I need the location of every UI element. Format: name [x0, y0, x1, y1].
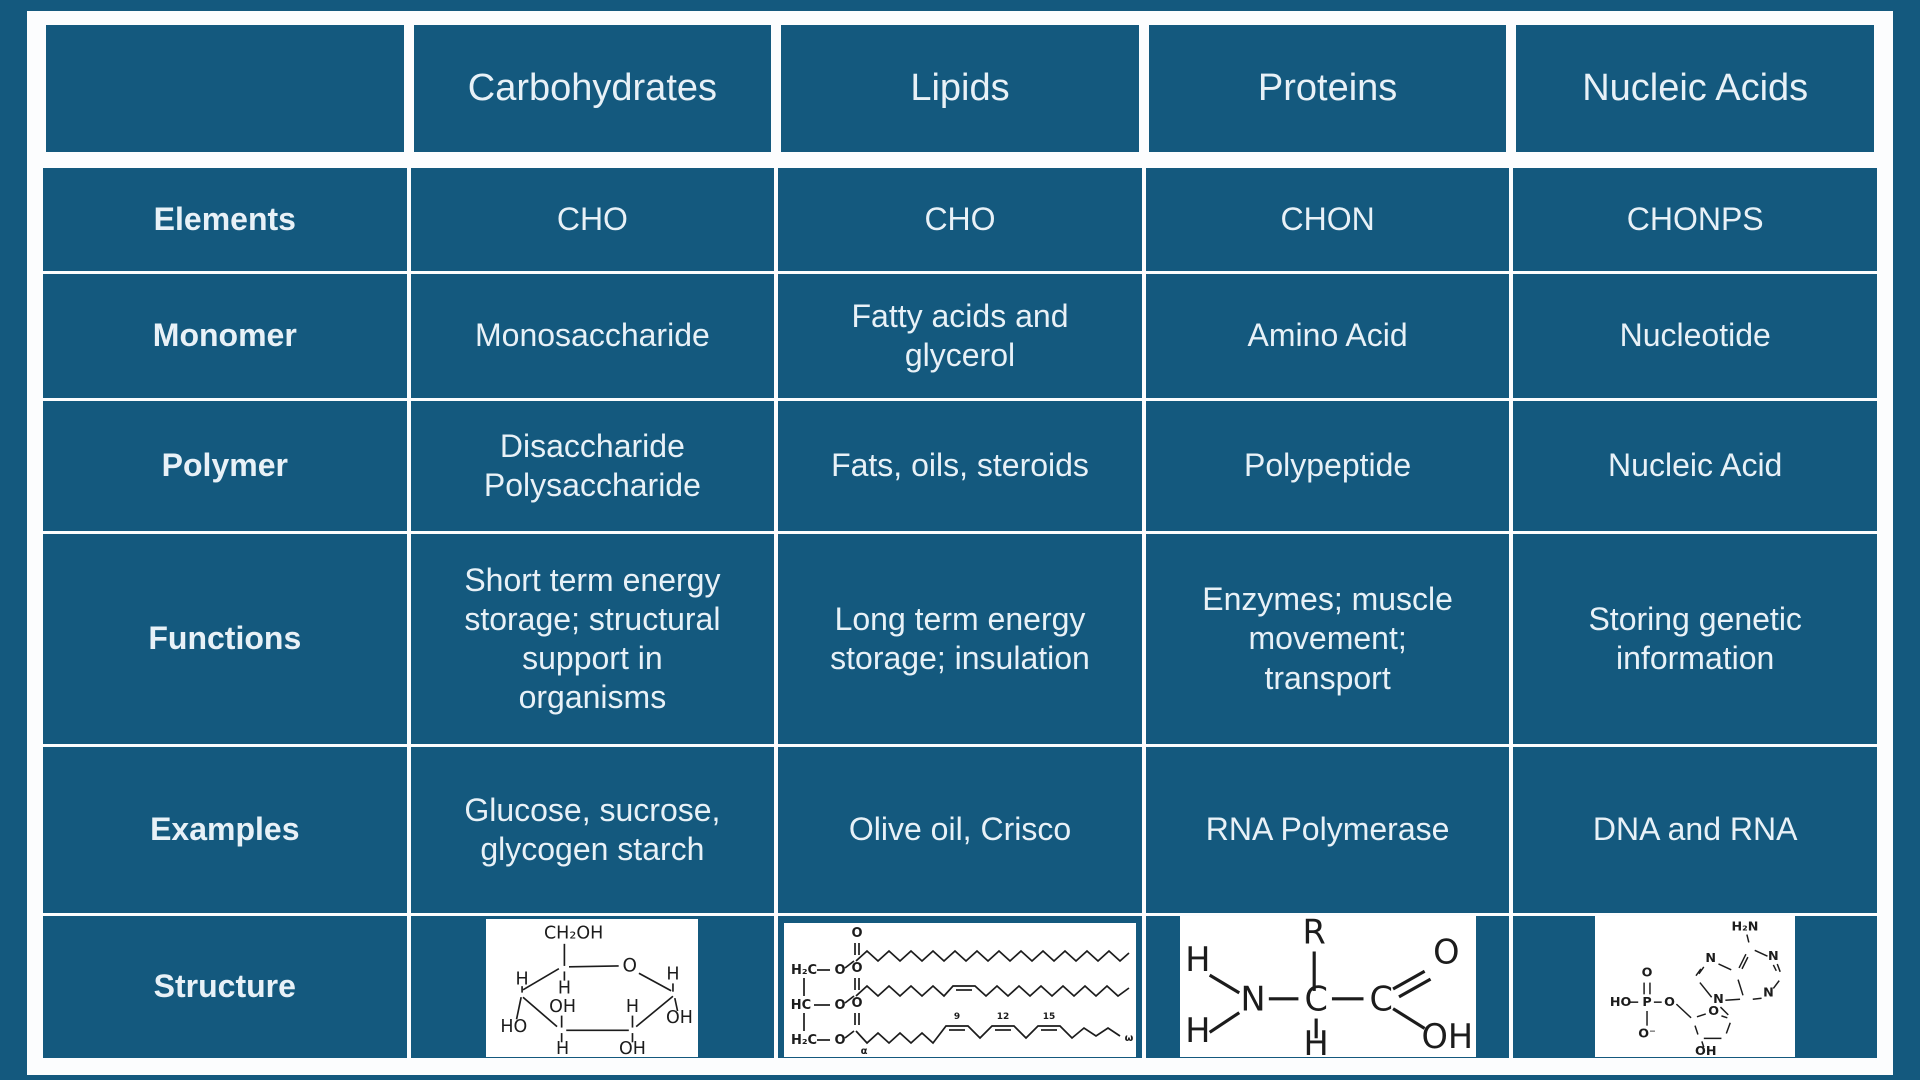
cell-elements-lipids: CHO — [778, 168, 1142, 271]
triglyceride-diagram: O H₂C O O HC O O H₂C O α 9 12 15 ω — [791, 926, 1134, 1057]
atom-label: O — [851, 926, 862, 941]
atom-labels: CH₂OH O H H OH H HO H OH H OH — [501, 923, 693, 1057]
atom-label: HC — [791, 998, 811, 1013]
triglyceride-structure-image: O H₂C O O HC O O H₂C O α 9 12 15 ω — [783, 923, 1136, 1057]
atom-label: O — [623, 955, 637, 976]
atom-label: CH₂OH — [544, 923, 603, 943]
atom-label: N — [1706, 950, 1717, 965]
cell-functions-carbohydrates: Short term energy storage; structural su… — [410, 534, 775, 744]
cell-functions-proteins: Enzymes; muscle movement; transport — [1145, 534, 1510, 744]
atom-label: N — [1713, 991, 1724, 1006]
atom-label: H — [516, 969, 529, 989]
atom-labels: R H H N C H C O OH — [1185, 916, 1473, 1057]
comparison-table: Carbohydrates Lipids Proteins Nucleic Ac… — [27, 11, 1893, 1075]
header-cell-nucleic-acids: Nucleic Acids — [1516, 25, 1874, 152]
row-label-functions: Functions — [43, 534, 407, 744]
header-cell-lipids: Lipids — [781, 25, 1139, 152]
row-label-polymer: Polymer — [43, 401, 407, 531]
atom-label: P — [1643, 994, 1652, 1009]
atom-label: O — [834, 998, 845, 1013]
atom-label: H — [667, 965, 680, 985]
atom-label: H₂C — [791, 1033, 817, 1048]
atom-label: H₂C — [791, 963, 817, 978]
cell-examples-proteins: RNA Polymerase — [1145, 747, 1510, 913]
cell-elements-nucleic-acids: CHONPS — [1513, 168, 1877, 271]
cell-structure-proteins: R H H N C H C O OH — [1145, 916, 1510, 1058]
cell-structure-carbohydrates: CH₂OH O H H OH H HO H OH H OH — [410, 916, 775, 1058]
atom-label: H — [1185, 940, 1210, 979]
cell-functions-nucleic-acids: Storing genetic information — [1513, 534, 1877, 744]
glucose-ring-diagram: CH₂OH O H H OH H HO H OH H OH — [501, 923, 693, 1057]
cell-monomer-lipids: Fatty acids and glycerol — [778, 274, 1142, 398]
atom-labels: O H₂C O O HC O O H₂C O α 9 12 15 ω — [791, 926, 1134, 1057]
cell-examples-carbohydrates: Glucose, sucrose, glycogen starch — [410, 747, 775, 913]
cell-monomer-nucleic-acids: Nucleotide — [1513, 274, 1877, 398]
amino-acid-diagram: R H H N C H C O OH — [1185, 916, 1473, 1057]
atom-label: OH — [666, 1008, 693, 1028]
atom-label: H — [556, 1039, 569, 1057]
row-label-monomer: Monomer — [43, 274, 407, 398]
header-cell-empty — [46, 25, 404, 152]
atom-label: N — [1763, 984, 1774, 999]
carbon-position-label: α — [861, 1046, 868, 1057]
atom-label: O — [834, 963, 845, 978]
atom-label: N — [1240, 980, 1265, 1019]
atom-label: C — [1304, 980, 1327, 1019]
atom-label: O — [1708, 1003, 1719, 1018]
atom-label: O — [851, 961, 862, 976]
atom-label: OH — [619, 1039, 646, 1057]
atom-label: O — [1642, 965, 1653, 980]
atom-labels: H₂N N N N N O HO P O⁻ O O OH — [1610, 919, 1779, 1057]
cell-examples-lipids: Olive oil, Crisco — [778, 747, 1142, 913]
atom-label: HO — [501, 1017, 528, 1037]
row-label-examples: Examples — [43, 747, 407, 913]
cell-elements-proteins: CHON — [1145, 168, 1510, 271]
cell-polymer-nucleic-acids: Nucleic Acid — [1513, 401, 1877, 531]
atom-label: OH — [550, 997, 577, 1017]
bond-lines — [1629, 934, 1782, 1048]
cell-polymer-lipids: Fats, oils, steroids — [778, 401, 1142, 531]
bond-lines — [1208, 951, 1431, 1039]
cell-structure-lipids: O H₂C O O HC O O H₂C O α 9 12 15 ω — [778, 916, 1142, 1058]
row-label-elements: Elements — [43, 168, 407, 271]
atom-label: H — [1185, 1011, 1210, 1050]
cell-elements-carbohydrates: CHO — [410, 168, 775, 271]
atom-label: O — [1664, 994, 1675, 1009]
bond-lines — [516, 943, 679, 1043]
carbon-position-label: 15 — [1043, 1012, 1056, 1022]
amino-acid-structure-image: R H H N C H C O OH — [1179, 916, 1476, 1057]
header-cell-proteins: Proteins — [1148, 25, 1507, 152]
atom-label: R — [1302, 916, 1325, 952]
atom-label: HO — [1610, 994, 1632, 1009]
atom-label: H — [1303, 1024, 1328, 1057]
nucleotide-diagram: H₂N N N N N O HO P O⁻ O O OH — [1610, 919, 1782, 1057]
cell-examples-nucleic-acids: DNA and RNA — [1513, 747, 1877, 913]
atom-label: O⁻ — [1638, 1025, 1656, 1040]
cell-polymer-proteins: Polypeptide — [1145, 401, 1510, 531]
atom-label: H — [558, 979, 571, 999]
row-label-structure: Structure — [43, 916, 407, 1058]
nucleotide-structure-image: H₂N N N N N O HO P O⁻ O O OH — [1595, 916, 1796, 1057]
atom-label: O — [834, 1033, 845, 1048]
atom-label: H — [626, 997, 639, 1017]
cell-structure-nucleic-acids: H₂N N N N N O HO P O⁻ O O OH — [1513, 916, 1877, 1058]
header-cell-carbohydrates: Carbohydrates — [413, 25, 772, 152]
atom-label: O — [1433, 932, 1459, 971]
atom-label: C — [1369, 980, 1392, 1019]
glucose-structure-image: CH₂OH O H H OH H HO H OH H OH — [486, 919, 699, 1057]
cell-monomer-proteins: Amino Acid — [1145, 274, 1510, 398]
cell-polymer-carbohydrates: Disaccharide Polysaccharide — [410, 401, 775, 531]
cell-monomer-carbohydrates: Monosaccharide — [410, 274, 775, 398]
bond-lines — [803, 943, 1130, 1045]
atom-label: H₂N — [1732, 919, 1759, 934]
carbon-position-label: ω — [1125, 1033, 1134, 1044]
carbon-position-label: 12 — [997, 1012, 1010, 1022]
carbon-position-label: 9 — [954, 1012, 960, 1022]
cell-functions-lipids: Long term energy storage; insulation — [778, 534, 1142, 744]
atom-label: OH — [1421, 1017, 1473, 1056]
atom-label: N — [1768, 948, 1779, 963]
atom-label: O — [851, 996, 862, 1011]
atom-label: OH — [1695, 1043, 1716, 1057]
